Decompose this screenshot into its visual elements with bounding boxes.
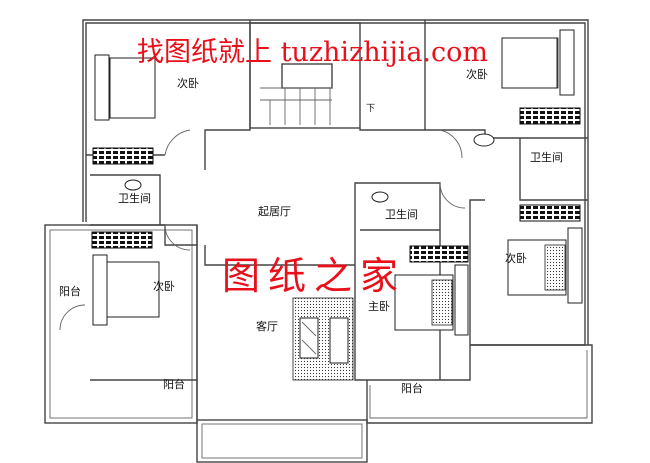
room-label-bath-right: 卫生间 [530,151,563,164]
room-label-bath-center: 卫生间 [385,208,418,221]
watermark-center: 图纸之家 [222,254,407,298]
room-label-living-room: 客厅 [256,320,278,333]
room-label-bedroom-left: 次卧 [153,280,175,293]
room-label-balcony-bottom-left: 阳台 [163,378,185,391]
furniture [91,29,583,381]
watermark-top: 找图纸就上 tuzhizhijia.com [137,37,488,68]
room-label-bedroom-right: 次卧 [505,252,527,265]
room-label-bedroom-top-right: 次卧 [466,68,488,81]
room-label-bath-left: 卫生间 [118,192,151,205]
room-label-bedroom-top-left: 次卧 [177,77,199,90]
room-label-master-bedroom: 主卧 [368,300,390,313]
stair-down-label: 下 [366,104,376,114]
room-label-balcony-bottom-right: 阳台 [401,382,423,395]
room-label-balcony-left: 阳台 [59,285,81,298]
exterior-walls [44,19,593,463]
room-label-living-hall: 起居厅 [258,205,291,218]
doors [59,129,466,331]
